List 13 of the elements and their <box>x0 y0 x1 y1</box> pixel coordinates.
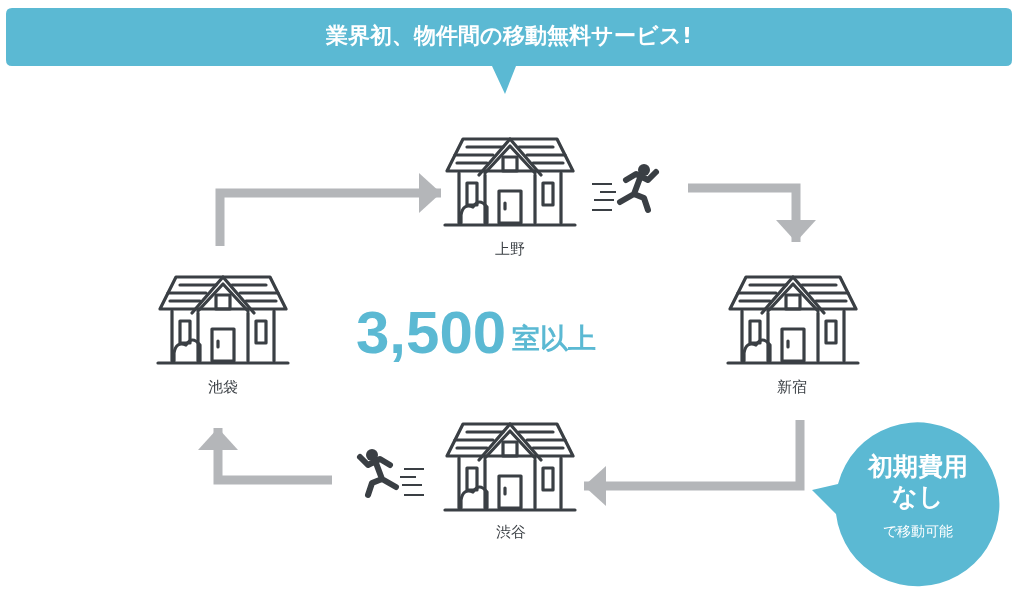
place-name: 上野 <box>494 240 526 259</box>
banner-text: 業界初、物件間の移動無料サービス! <box>324 22 693 50</box>
arrow <box>584 420 805 506</box>
bubble-text: で移動可能 <box>882 524 954 538</box>
bubble-heading: 初期費用なし <box>866 452 969 512</box>
place-name: 渋谷 <box>495 523 527 542</box>
room-count: 3,500 <box>356 298 507 367</box>
place-name: 新宿 <box>776 378 808 397</box>
place-name: 池袋 <box>207 378 239 397</box>
arrow <box>688 183 816 242</box>
arrow <box>198 428 332 485</box>
room-count-unit: 室以上 <box>512 322 596 356</box>
arrow <box>215 173 441 246</box>
